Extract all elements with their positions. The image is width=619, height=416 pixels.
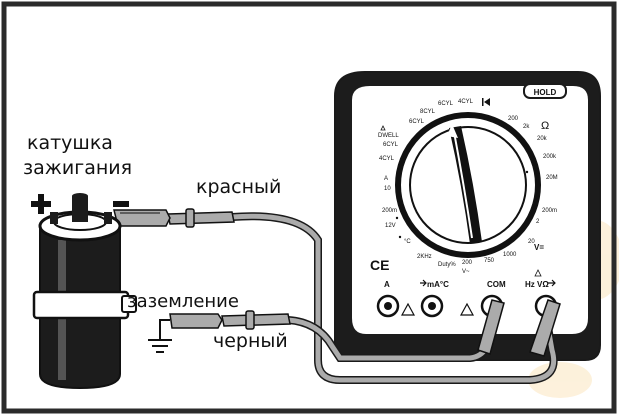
dial-scale: 6CYL 4CYL 8CYL 6CYL DWELL 6CYL 4CYL A 10… bbox=[378, 99, 558, 275]
dial-label-vdc: V= bbox=[534, 243, 544, 252]
dial-label-20m: 20M bbox=[546, 175, 558, 181]
terminal-a bbox=[376, 294, 400, 318]
terminal-hz-label: Hz VΩ bbox=[525, 280, 549, 289]
terminal-com-label: COM bbox=[487, 280, 506, 289]
warning-icon bbox=[459, 302, 475, 316]
red-lead-label: красный bbox=[196, 176, 282, 198]
dial-label-6cyl-top: 6CYL bbox=[438, 101, 454, 107]
dial-label-750: 750 bbox=[484, 258, 495, 264]
dial-label-1000: 1000 bbox=[503, 252, 517, 258]
terminal-a-label: A bbox=[384, 280, 390, 289]
black-lead-label: черный bbox=[213, 330, 288, 352]
black-test-lead bbox=[169, 299, 505, 362]
ignition-coil bbox=[32, 193, 137, 390]
dial-label-4cyl-c: 4CYL bbox=[379, 156, 395, 162]
dial-label-20-dc: 20 bbox=[528, 239, 535, 245]
dial-label-200-ohm: 200 bbox=[508, 116, 519, 122]
ground-symbol bbox=[148, 319, 172, 353]
ground-label: заземление bbox=[127, 291, 239, 312]
dial-label-degc: °C bbox=[404, 239, 411, 245]
dial-label-dwell: DWELL bbox=[378, 133, 399, 139]
dial-label-12v: 12V bbox=[385, 223, 396, 229]
dial-label-ohm: Ω bbox=[541, 120, 549, 132]
dial-label-10: 10 bbox=[384, 186, 391, 192]
ce-mark: CE bbox=[370, 257, 389, 273]
terminal-ma bbox=[420, 294, 444, 318]
hold-button bbox=[523, 83, 567, 99]
dial-label-vac: V~ bbox=[462, 269, 470, 275]
minus-icon bbox=[113, 201, 129, 207]
dial-label-200k: 200k bbox=[543, 154, 557, 160]
dial-label-a-dc: A bbox=[384, 176, 388, 182]
warning-icon bbox=[400, 302, 416, 316]
dial-symbols bbox=[380, 98, 529, 239]
dial-label-20k: 20k bbox=[537, 136, 548, 142]
red-test-lead bbox=[113, 208, 561, 384]
coil-label-line1: катушка bbox=[27, 132, 113, 154]
dial-label-duty: Duty% bbox=[438, 262, 456, 268]
terminal-symbols bbox=[420, 269, 556, 287]
dial-label-2khz: 2KHz bbox=[417, 254, 432, 260]
rotary-dial bbox=[395, 112, 541, 258]
plus-icon bbox=[31, 194, 51, 214]
dial-label-6cyl-c: 6CYL bbox=[383, 142, 399, 148]
hold-label: HOLD bbox=[534, 88, 557, 97]
terminal-ma-label: mA°C bbox=[427, 280, 449, 289]
dial-label-2k: 2k bbox=[523, 124, 530, 130]
dial-label-200m-dc: 200m bbox=[542, 208, 557, 214]
dial-label-200m: 200m bbox=[382, 208, 397, 214]
dial-label-4cyl-top: 4CYL bbox=[458, 99, 474, 105]
dial-label-v200: 200 bbox=[462, 260, 473, 266]
coil-label-line2: зажигания bbox=[23, 157, 133, 179]
dial-label-2-dc: 2 bbox=[536, 219, 540, 225]
dial-label-8cyl: 8CYL bbox=[420, 109, 436, 115]
dial-label-6cyl-b: 6CYL bbox=[409, 119, 425, 125]
multimeter: HOLD 6CYL 4CYL 8CYL 6CYL DWELL 6CYL 4CYL… bbox=[334, 71, 601, 361]
